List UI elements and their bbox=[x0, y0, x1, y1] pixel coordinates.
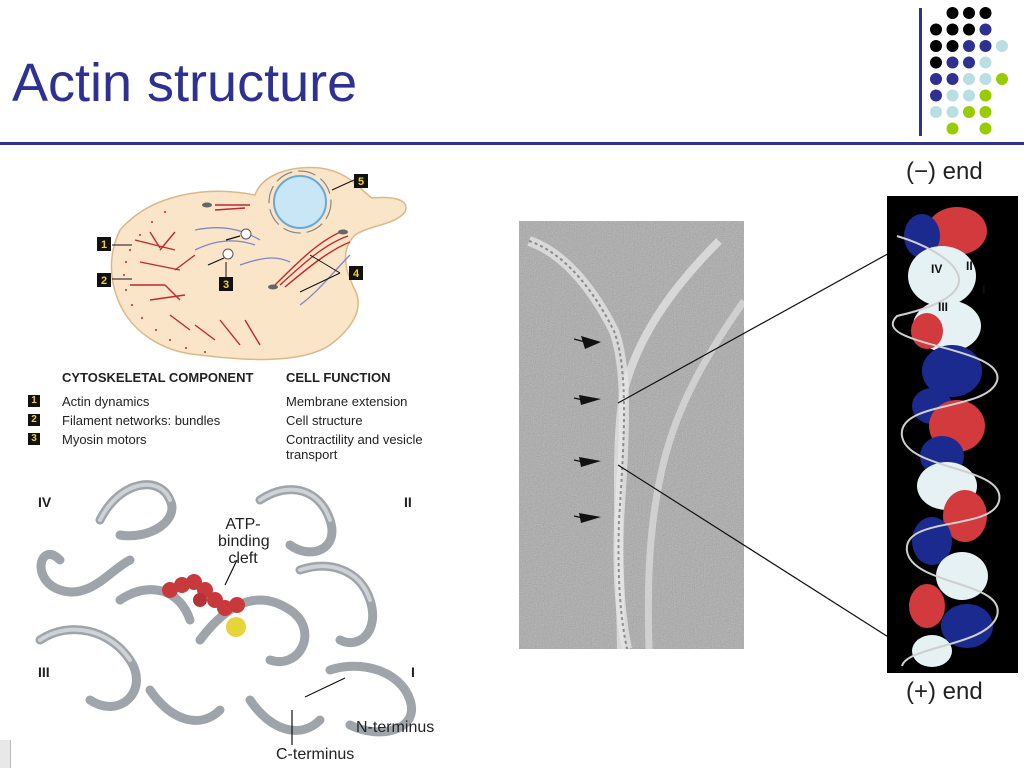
legend-badge: 1 bbox=[28, 395, 40, 407]
legend-row: 1 Actin dynamics Membrane extension bbox=[28, 394, 468, 412]
decor-dot bbox=[963, 106, 975, 118]
decor-dot bbox=[979, 40, 992, 52]
legend-badge: 3 bbox=[28, 433, 40, 445]
decor-dot bbox=[996, 40, 1008, 52]
legend-header-component: CYTOSKELETAL COMPONENT bbox=[62, 370, 254, 385]
legend-function: Membrane extension bbox=[286, 394, 408, 409]
decor-dot bbox=[979, 7, 992, 19]
decor-dot bbox=[946, 40, 959, 52]
badge-2: 2 bbox=[101, 275, 107, 287]
decor-dot bbox=[979, 56, 992, 69]
atp-label-line2: binding bbox=[218, 533, 270, 550]
ribbon-label-i: I bbox=[411, 664, 415, 680]
decor-dot bbox=[946, 56, 959, 69]
decor-dot bbox=[946, 106, 959, 118]
decor-dot bbox=[979, 73, 992, 85]
helix-label-ii: II bbox=[966, 259, 973, 273]
decor-dot bbox=[930, 40, 942, 52]
helix-label-iii: III bbox=[938, 300, 949, 314]
badge-4: 4 bbox=[353, 268, 360, 280]
micrograph-arrows bbox=[579, 336, 601, 523]
decor-dot bbox=[946, 7, 959, 19]
badge-1: 1 bbox=[101, 239, 107, 251]
microtubules bbox=[194, 227, 351, 306]
legend-row: 2 Filament networks: bundles Cell struct… bbox=[28, 413, 468, 431]
decor-dot bbox=[979, 106, 992, 118]
decor-dot bbox=[930, 56, 942, 69]
badge-5: 5 bbox=[358, 176, 364, 188]
ribbon-label-atp-cleft: ATP- binding cleft bbox=[218, 516, 270, 567]
decor-dot bbox=[946, 73, 959, 85]
legend-header-function: CELL FUNCTION bbox=[286, 370, 391, 385]
atp-molecule bbox=[162, 574, 246, 637]
cell-body bbox=[110, 166, 407, 361]
decor-dot bbox=[930, 73, 942, 85]
decor-dot bbox=[930, 106, 942, 118]
decor-dot bbox=[979, 23, 992, 36]
slide-title: Actin structure bbox=[12, 53, 358, 113]
legend-component: Actin dynamics bbox=[62, 394, 150, 409]
decor-dot bbox=[946, 23, 959, 36]
actin-branches bbox=[130, 204, 351, 346]
actin-ribbon-structure bbox=[35, 480, 417, 745]
decor-dot bbox=[946, 89, 959, 102]
subunits bbox=[904, 207, 993, 667]
title-underline bbox=[0, 142, 1024, 145]
ribbon-label-c-terminus: C-terminus bbox=[276, 746, 355, 763]
decor-dot bbox=[963, 7, 975, 19]
cell-diagram: 1 2 3 4 5 bbox=[97, 166, 407, 361]
decor-dot bbox=[979, 89, 992, 102]
atp-label-line1: ATP- bbox=[225, 516, 261, 533]
plus-end-label: (+) end bbox=[906, 678, 983, 705]
decor-dot bbox=[930, 23, 942, 36]
decor-vertical-rule bbox=[919, 8, 922, 136]
legend-component: Filament networks: bundles bbox=[62, 413, 221, 428]
decor-dot bbox=[946, 122, 959, 135]
decor-dot bbox=[963, 40, 975, 52]
legend-badge: 2 bbox=[28, 414, 40, 426]
decor-dot bbox=[996, 73, 1008, 85]
legend-function: Cell structure bbox=[286, 413, 363, 428]
badge-3: 3 bbox=[223, 279, 229, 291]
minus-end-label: (−) end bbox=[906, 158, 983, 185]
ribbon-label-iv: IV bbox=[38, 494, 52, 510]
legend-row: 3 Myosin motors Contractility and vesicl… bbox=[28, 432, 468, 462]
ribbon-label-n-terminus: N-terminus bbox=[356, 719, 435, 736]
decor-dot bbox=[979, 122, 992, 135]
decor-dot bbox=[963, 89, 975, 102]
cell-badges: 1 2 3 4 5 bbox=[97, 174, 368, 291]
decor-dot bbox=[963, 23, 975, 36]
ribbon-label-iii: III bbox=[38, 664, 50, 680]
legend-component: Myosin motors bbox=[62, 432, 147, 447]
helix-label-i: I bbox=[982, 283, 986, 297]
nucleus-shape bbox=[273, 175, 327, 229]
legend-function: Contractility and vesicle transport bbox=[286, 432, 423, 462]
helix-label-iv: IV bbox=[931, 262, 943, 276]
decor-dot bbox=[963, 56, 975, 69]
atp-label-line3: cleft bbox=[228, 550, 258, 567]
electron-micrograph bbox=[519, 221, 744, 649]
actin-filament-helix-model bbox=[887, 196, 1018, 673]
decor-dot bbox=[963, 73, 975, 85]
decor-dot bbox=[930, 89, 942, 102]
slide-corner-tab bbox=[0, 740, 11, 768]
decor-dot-grid bbox=[930, 7, 1008, 135]
ribbon-label-ii: II bbox=[404, 494, 412, 510]
cortex-dots bbox=[123, 211, 206, 353]
